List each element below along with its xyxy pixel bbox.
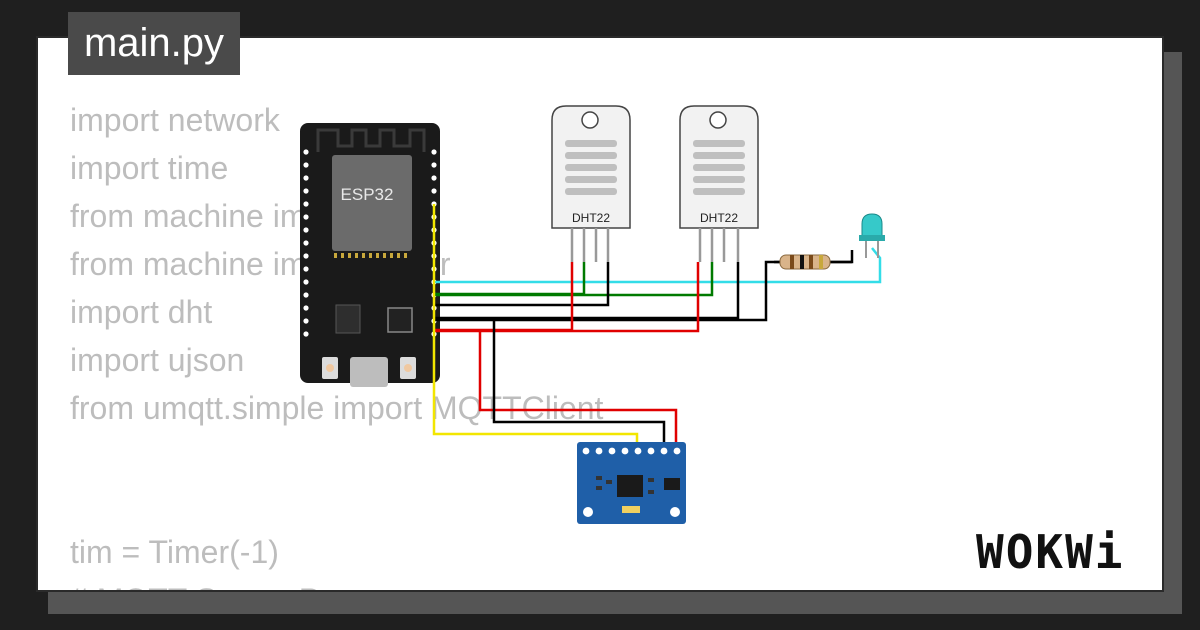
wokwi-logo: WOKWi — [976, 525, 1125, 579]
dht22-label-right: DHT22 — [700, 211, 738, 225]
resistor[interactable] — [779, 254, 831, 270]
wires — [432, 204, 882, 448]
code-line: import dht — [70, 294, 213, 330]
code-line: from umqtt.simple import MQTTClient — [70, 390, 604, 426]
dht22-label-left: DHT22 — [572, 211, 610, 225]
esp32-chip — [332, 155, 412, 251]
code-line: import ujson — [70, 342, 245, 378]
file-tab[interactable]: main.py — [68, 12, 240, 75]
led-light[interactable] — [859, 213, 885, 258]
esp32-label: ESP32 — [341, 185, 394, 204]
code-line: # MQTT Server Parameters — [70, 576, 603, 590]
code-line: import network — [70, 102, 280, 138]
dht22-sensor-right[interactable]: DHT22 — [679, 105, 759, 262]
code-line: import time — [70, 150, 229, 186]
dht22-sensor-left[interactable]: DHT22 — [551, 105, 631, 262]
code-line: tim = Timer(-1) — [70, 534, 279, 570]
esp32-board[interactable]: ESP32 — [300, 123, 440, 387]
mpu6050-module[interactable] — [577, 442, 686, 524]
usb-port — [350, 357, 388, 387]
